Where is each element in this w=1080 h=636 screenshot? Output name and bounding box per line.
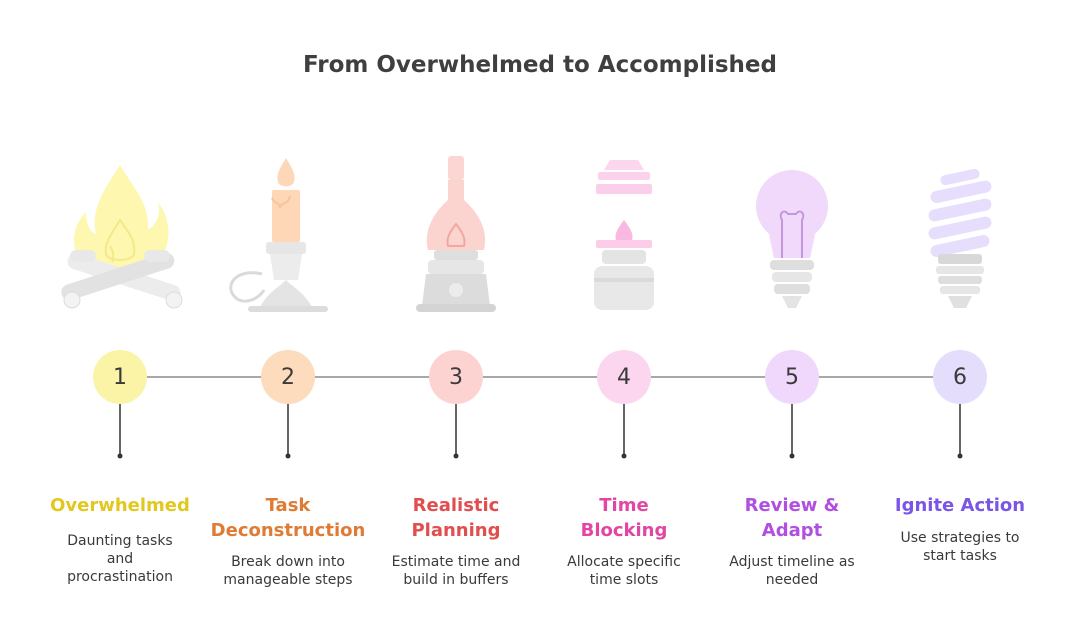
step-1-node: 1 bbox=[93, 350, 147, 404]
step-6-node: 6 bbox=[933, 350, 987, 404]
step-1-description: Daunting tasks and procrastination bbox=[67, 533, 173, 585]
step-2-node: 2 bbox=[261, 350, 315, 404]
oil-lamp-icon bbox=[386, 150, 526, 320]
step-3-node: 3 bbox=[429, 350, 483, 404]
candle-icon bbox=[218, 150, 358, 320]
step-3-title: Realistic Planning bbox=[411, 495, 501, 541]
step-1-title: Overwhelmed bbox=[50, 495, 190, 516]
diagram-title: From Overwhelmed to Accomplished bbox=[303, 52, 777, 78]
step-5-node: 5 bbox=[765, 350, 819, 404]
step-4-node: 4 bbox=[597, 350, 651, 404]
step-5-description: Adjust timeline as needed bbox=[729, 554, 855, 588]
step-4-title: Time Blocking bbox=[580, 495, 668, 541]
step-4-description: Allocate specific time slots bbox=[567, 554, 681, 588]
light-bulb-icon bbox=[722, 150, 862, 320]
step-2-title: Task Deconstruction bbox=[210, 495, 366, 541]
step-6-description: Use strategies to start tasks bbox=[900, 530, 1020, 564]
gas-stove-icon bbox=[554, 150, 694, 320]
step-6-title: Ignite Action bbox=[894, 495, 1026, 516]
campfire-icon bbox=[50, 150, 190, 320]
step-5-title: Review & Adapt bbox=[744, 495, 840, 541]
cfl-bulb-icon bbox=[890, 150, 1030, 320]
step-3-description: Estimate time and build in buffers bbox=[391, 554, 521, 588]
step-2-description: Break down into manageable steps bbox=[223, 554, 353, 588]
